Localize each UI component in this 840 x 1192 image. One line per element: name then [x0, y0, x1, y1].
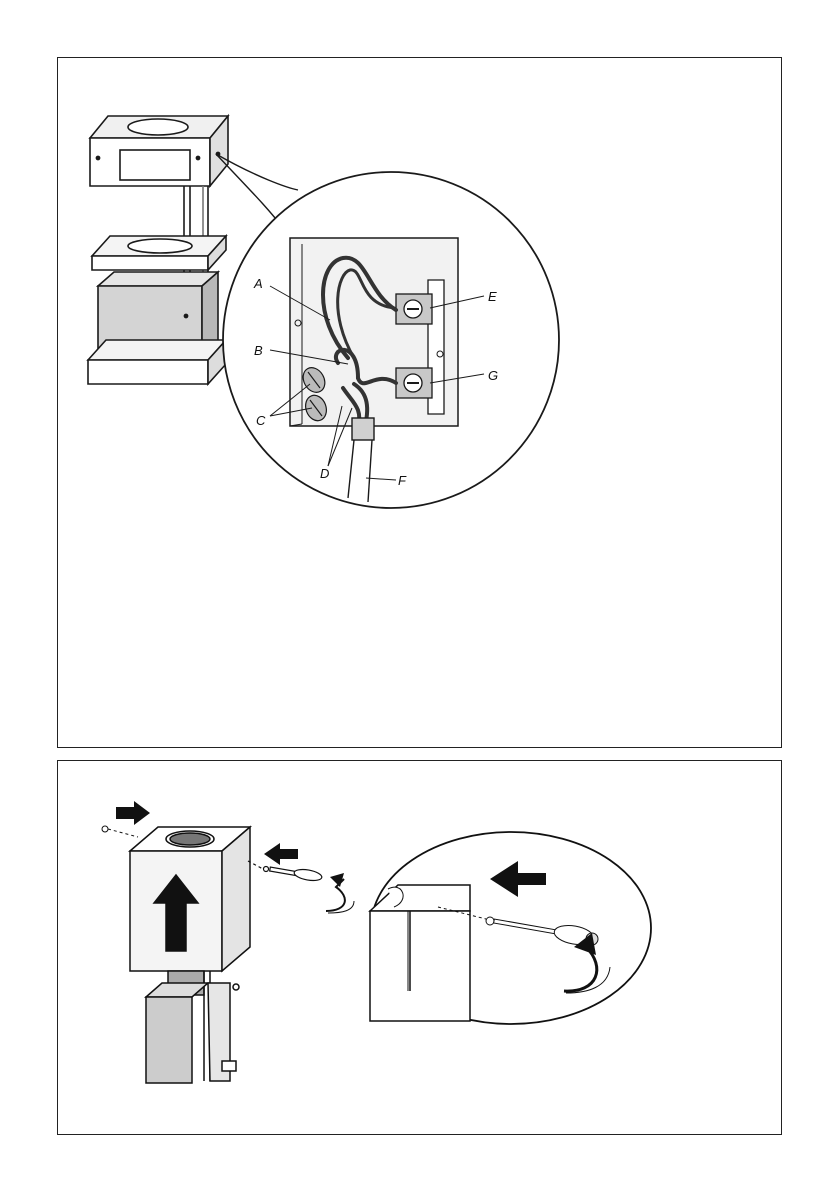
push-arrow-icon	[116, 801, 150, 825]
callout-d: D	[320, 466, 329, 481]
screwdriver-icon	[248, 861, 323, 882]
figure-panel-chimney-assembly	[57, 760, 782, 1135]
callout-c: C	[256, 413, 266, 428]
callout-e: E	[488, 289, 497, 304]
wiring-diagram: A B C D E F G	[58, 58, 783, 749]
terminal-block-upper	[396, 294, 432, 324]
rotate-arrow-icon	[326, 873, 354, 913]
callout-b: B	[254, 343, 263, 358]
chimney-cover-illustration	[130, 827, 250, 1083]
terminal-block-lower	[396, 368, 432, 398]
figure-panel-wiring: A B C D E F G	[57, 57, 782, 748]
screw-icon	[102, 826, 138, 837]
magnified-screw-detail	[370, 832, 651, 1024]
chimney-assembly-diagram	[58, 761, 783, 1136]
callout-a: A	[253, 276, 263, 291]
callout-f: F	[398, 473, 407, 488]
magnified-junction-box	[223, 172, 559, 508]
callout-g: G	[488, 368, 498, 383]
push-arrow-icon-2	[264, 843, 298, 865]
chimney-frame-illustration	[88, 116, 228, 384]
